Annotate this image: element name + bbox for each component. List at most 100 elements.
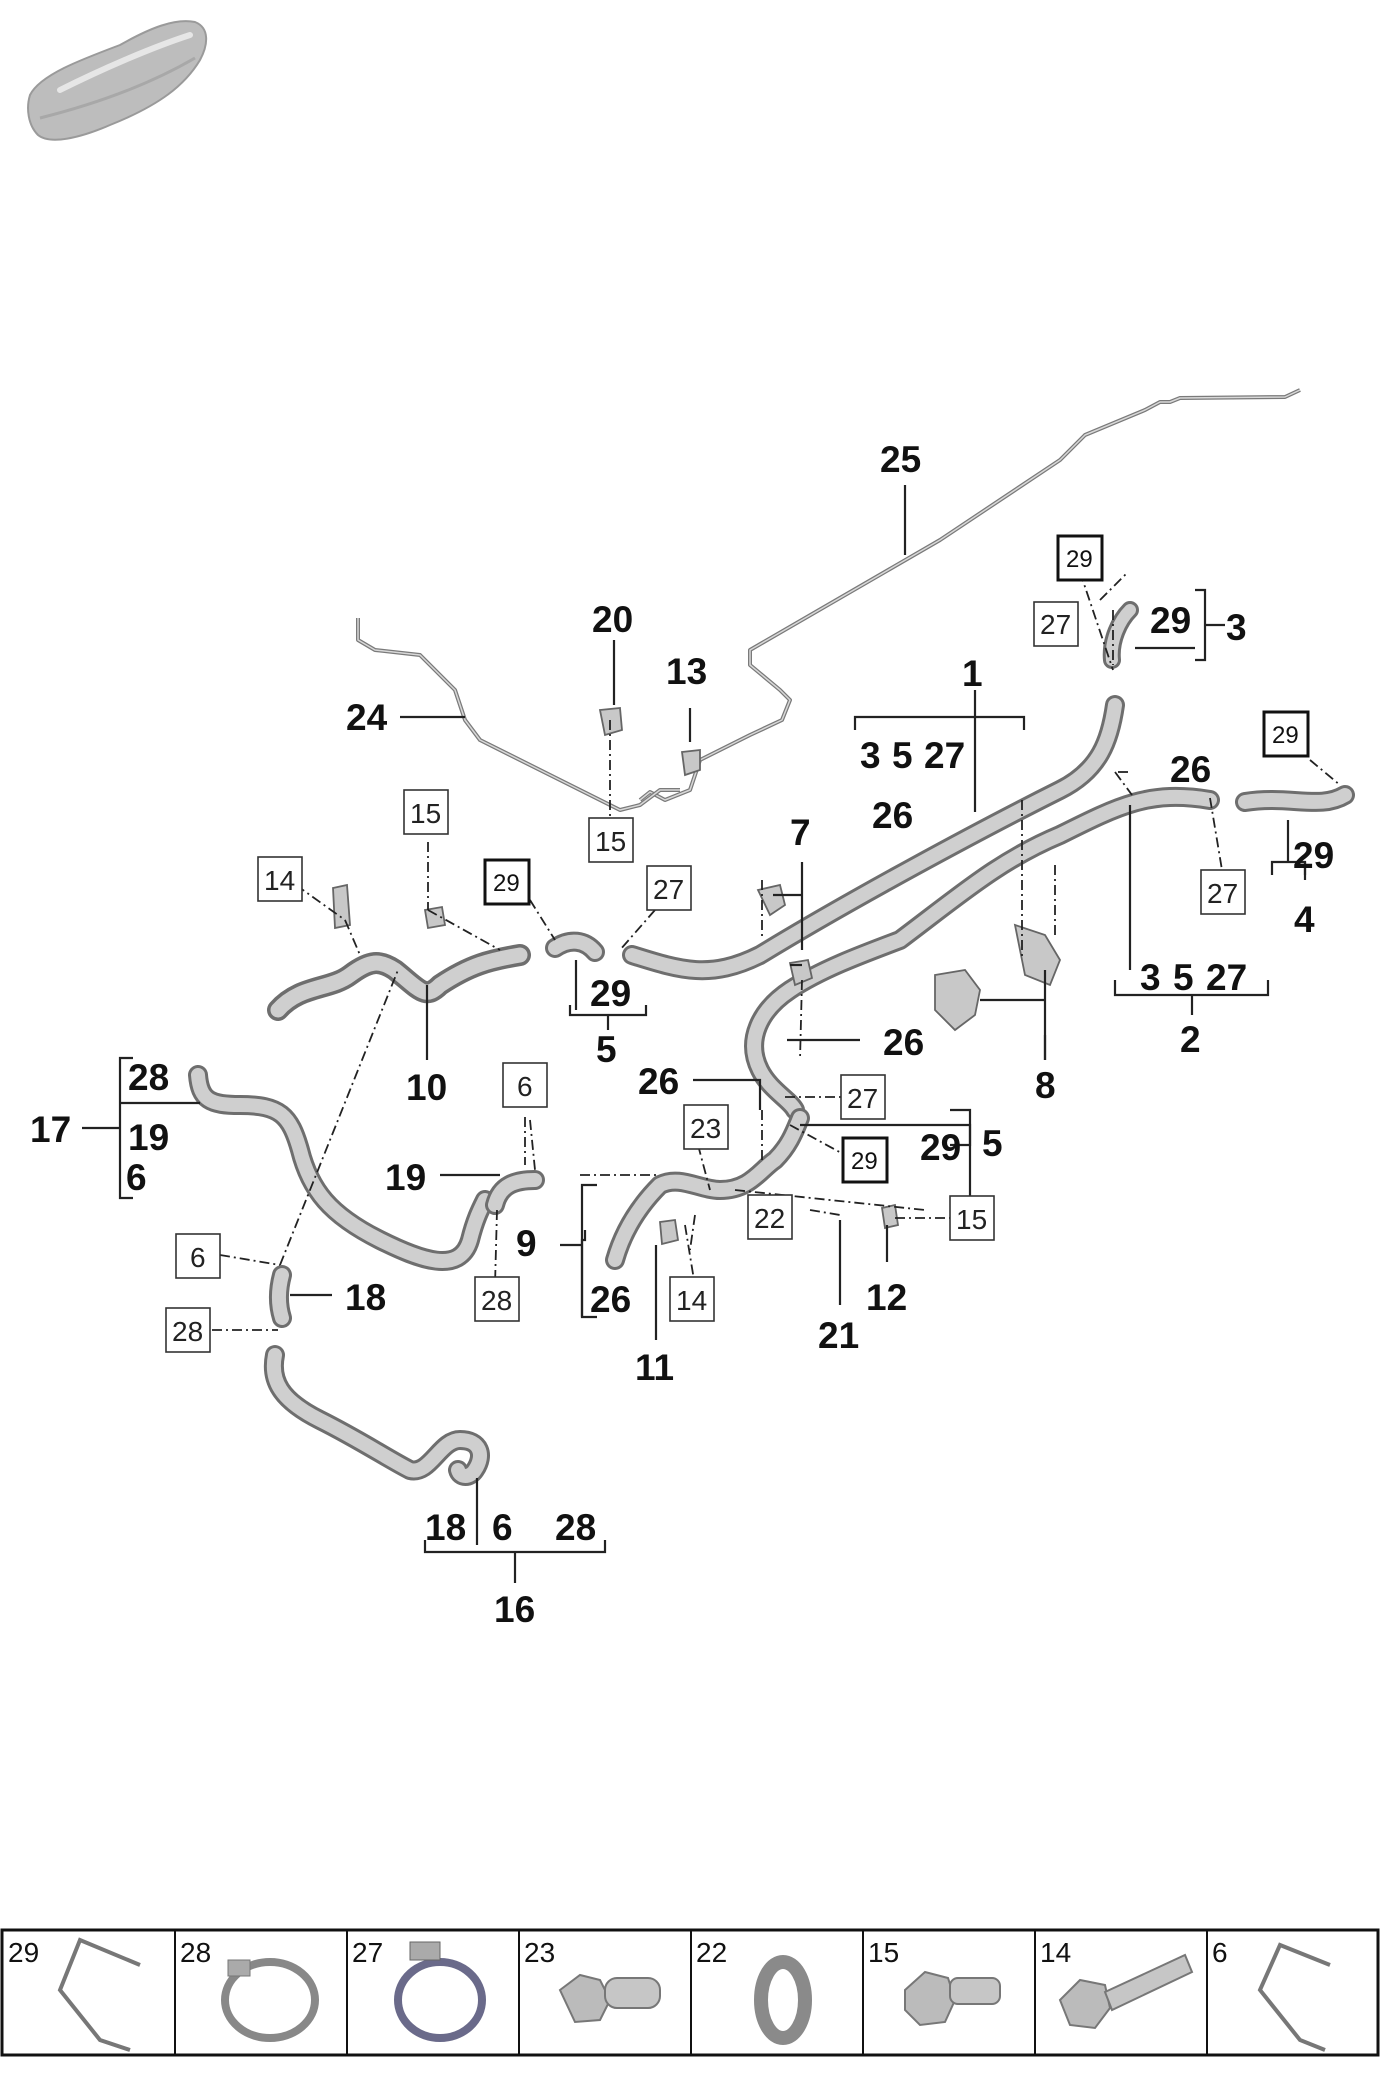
- callout-5-b: 5: [982, 1123, 1003, 1164]
- svg-text:6: 6: [1212, 1937, 1228, 1968]
- callout-26-a: 26: [1170, 749, 1211, 790]
- callout-29-b: 29: [1293, 835, 1334, 876]
- hose-3: [1102, 601, 1139, 669]
- svg-text:15: 15: [956, 1204, 987, 1235]
- hose-1: [622, 695, 1125, 981]
- svg-text:14: 14: [1040, 1937, 1071, 1968]
- box-ref-22: 22: [747, 1194, 793, 1240]
- wire-clip-icon: [1257, 1942, 1331, 2052]
- box-ref-6-a: 6: [502, 1062, 548, 1108]
- hose-17: [188, 1065, 495, 1271]
- svg-text:28: 28: [172, 1316, 203, 1347]
- svg-text:19: 19: [128, 1117, 169, 1158]
- o-ring-icon: [754, 1955, 812, 2045]
- hose-4: [1235, 785, 1355, 812]
- svg-text:6: 6: [517, 1071, 533, 1102]
- box-ref-27-c: 27: [646, 865, 692, 911]
- callout-11: 11: [635, 1347, 674, 1388]
- svg-text:22: 22: [754, 1203, 785, 1234]
- svg-text:15: 15: [595, 826, 626, 857]
- svg-text:29: 29: [1272, 722, 1299, 749]
- svg-text:28: 28: [128, 1057, 169, 1098]
- box-ref-28-a: 28: [474, 1276, 520, 1322]
- callout-26-b: 26: [872, 795, 913, 836]
- svg-text:18: 18: [425, 1507, 466, 1548]
- svg-text:28: 28: [555, 1507, 596, 1548]
- legend-cell-28: 28: [180, 1937, 319, 2042]
- bracket-8: [934, 923, 1062, 1032]
- wire-clip-icon: [57, 1937, 141, 2052]
- callout-16: 16: [494, 1589, 535, 1630]
- leader-lines: [82, 485, 1307, 1583]
- group-17-list: 28 19 6: [126, 1057, 169, 1198]
- box-ref-28-b: 28: [165, 1307, 211, 1353]
- callout-20: 20: [592, 599, 633, 640]
- boxed-refs: 29 27 29 27 15 15 14 29 27 27 29 6 23 22…: [165, 534, 1310, 1353]
- svg-text:27: 27: [1040, 609, 1071, 640]
- group-16-list: 18 6 28: [425, 1507, 596, 1548]
- callout-labels: 25 24 20 13 1 3 29 26 26 26 26 26 2 4 29…: [30, 439, 1334, 1630]
- svg-text:15: 15: [410, 798, 441, 829]
- callout-17: 17: [30, 1109, 71, 1150]
- hose-clamp-icon: [221, 1958, 319, 2042]
- box-ref-14-b: 14: [669, 1276, 715, 1322]
- vehicle-thumbnail: [27, 20, 208, 141]
- bracket-7: [756, 883, 814, 987]
- callout-5-a: 5: [596, 1029, 617, 1070]
- svg-text:15: 15: [868, 1937, 899, 1968]
- callout-13: 13: [666, 651, 707, 692]
- svg-text:6: 6: [492, 1507, 513, 1548]
- svg-text:3: 3: [860, 735, 881, 776]
- svg-text:29: 29: [1066, 546, 1093, 573]
- svg-text:29: 29: [851, 1148, 878, 1175]
- callout-10: 10: [406, 1067, 447, 1108]
- callout-18: 18: [345, 1277, 386, 1318]
- svg-text:3: 3: [1140, 957, 1161, 998]
- fastener-legend: 29 28 27 23 22 15 14 6: [0, 1928, 1380, 2057]
- callout-7: 7: [790, 812, 811, 853]
- callout-29-d: 29: [920, 1127, 961, 1168]
- svg-text:6: 6: [190, 1242, 206, 1273]
- svg-text:5: 5: [1173, 957, 1194, 998]
- callout-2: 2: [1180, 1019, 1201, 1060]
- box-ref-15-a: 15: [403, 789, 449, 835]
- reference-lines: [212, 571, 1341, 1331]
- callout-29-a: 29: [1150, 600, 1191, 641]
- hose-18: [269, 1265, 292, 1328]
- bracket-13-20: [598, 707, 701, 777]
- svg-text:5: 5: [892, 735, 913, 776]
- svg-text:29: 29: [8, 1937, 39, 1968]
- legend-cell-15: 15: [868, 1937, 1001, 2027]
- hose-2: [744, 786, 1220, 1120]
- svg-text:28: 28: [180, 1937, 211, 1968]
- callout-4: 4: [1294, 899, 1315, 940]
- callout-21: 21: [818, 1315, 859, 1356]
- box-ref-14-a: 14: [257, 856, 303, 902]
- callout-25: 25: [880, 439, 921, 480]
- legend-cell-29: 29: [8, 1937, 141, 2052]
- box-ref-15-c: 15: [949, 1195, 995, 1241]
- callout-29-c: 29: [590, 973, 631, 1014]
- callout-26-e: 26: [590, 1279, 631, 1320]
- box-ref-27-d: 27: [840, 1074, 886, 1120]
- pipe-24: [356, 618, 680, 812]
- callout-8: 8: [1035, 1065, 1056, 1106]
- box-ref-29-a: 29: [1056, 534, 1104, 582]
- box-ref-15-b: 15: [588, 817, 634, 863]
- flange-bolt-icon: [904, 1970, 1001, 2027]
- box-ref-27-b: 27: [1200, 869, 1246, 915]
- svg-text:27: 27: [1207, 878, 1238, 909]
- box-ref-29-b: 29: [1262, 710, 1310, 758]
- svg-text:23: 23: [524, 1937, 555, 1968]
- box-ref-6-b: 6: [175, 1233, 221, 1279]
- callout-19: 19: [385, 1157, 426, 1198]
- box-ref-29-c: 29: [483, 858, 531, 906]
- svg-text:27: 27: [847, 1083, 878, 1114]
- callout-26-c: 26: [883, 1022, 924, 1063]
- bracket-14-15: [332, 883, 900, 1246]
- callout-24: 24: [346, 697, 388, 738]
- hose-16: [263, 1345, 490, 1486]
- svg-text:27: 27: [924, 735, 965, 776]
- legend-cell-23: 23: [524, 1937, 661, 2024]
